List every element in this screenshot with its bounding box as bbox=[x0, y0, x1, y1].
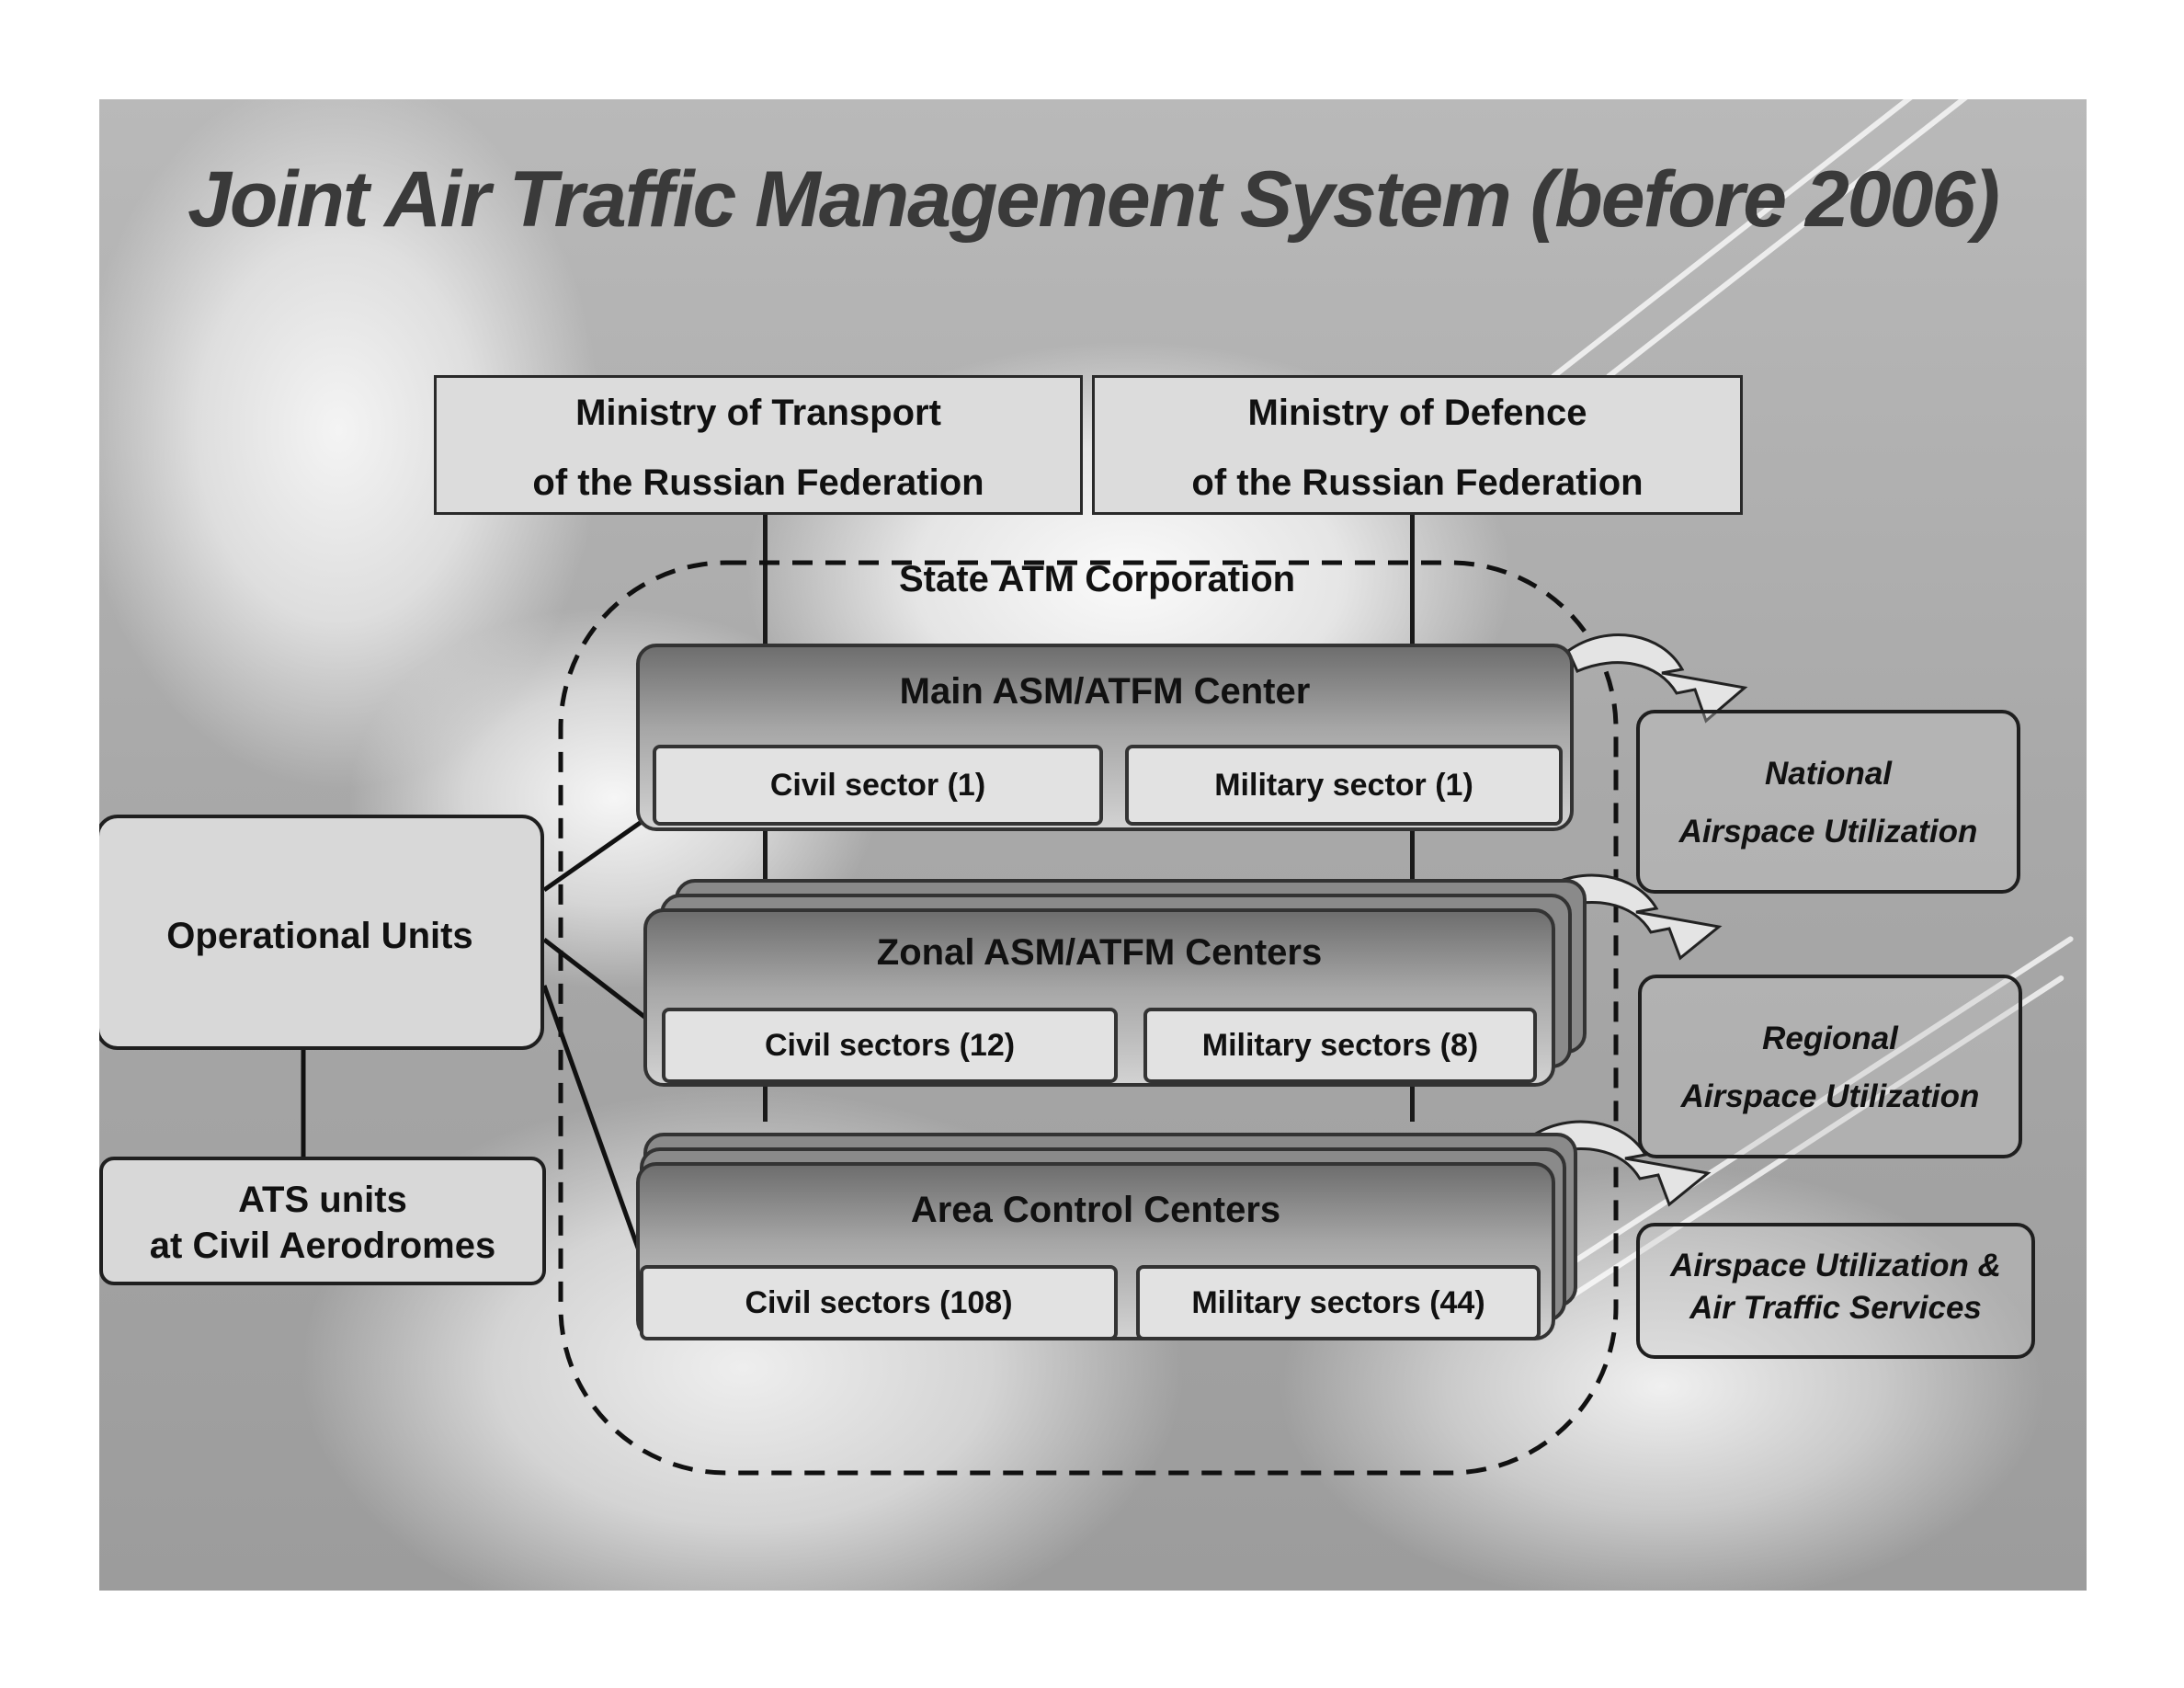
services-utilization-box: Airspace Utilization & Air Traffic Servi… bbox=[1636, 1223, 2035, 1359]
regional-utilization-line2: Airspace Utilization bbox=[1680, 1078, 1980, 1114]
corporation-label: State ATM Corporation bbox=[899, 559, 1296, 599]
area-center-title: Area Control Centers bbox=[910, 1190, 1281, 1230]
services-utilization-line1: Airspace Utilization & bbox=[1670, 1248, 2001, 1283]
ministry-transport-line2: of the Russian Federation bbox=[532, 462, 984, 503]
connector-line bbox=[542, 810, 656, 893]
ministry-transport-box: Ministry of Transport of the Russian Fed… bbox=[434, 375, 1083, 515]
diagram-slide: Joint Air Traffic Management System (bef… bbox=[99, 99, 2087, 1591]
main-civil-sector: Civil sector (1) bbox=[653, 745, 1103, 826]
ministry-defence-line2: of the Russian Federation bbox=[1191, 462, 1644, 503]
national-utilization-line2: Airspace Utilization bbox=[1678, 814, 1978, 850]
page-title: Joint Air Traffic Management System (bef… bbox=[188, 155, 2000, 244]
regional-utilization-line1: Regional bbox=[1762, 1021, 1898, 1056]
regional-utilization-box: Regional Airspace Utilization bbox=[1638, 975, 2022, 1158]
zonal-center-title: Zonal ASM/ATFM Centers bbox=[876, 932, 1323, 973]
area-civil-sector: Civil sectors (108) bbox=[640, 1265, 1118, 1340]
corporation-boundary bbox=[558, 560, 1619, 1476]
arrow-icon bbox=[1530, 1120, 1712, 1207]
ats-units-box: ATS units at Civil Aerodromes bbox=[99, 1157, 546, 1285]
operational-units-label: Operational Units bbox=[166, 916, 473, 956]
ministry-transport-line1: Ministry of Transport bbox=[575, 393, 941, 433]
national-utilization-line1: National bbox=[1764, 756, 1893, 792]
national-utilization-box: National Airspace Utilization bbox=[1636, 710, 2020, 894]
arrow-icon bbox=[1541, 873, 1723, 961]
operational-units-box: Operational Units bbox=[99, 815, 544, 1050]
zonal-civil-sector: Civil sectors (12) bbox=[662, 1008, 1118, 1083]
ats-units-line1: ATS units bbox=[238, 1180, 407, 1220]
connectors-layer bbox=[301, 560, 1748, 1476]
area-center-box: Area Control Centers Civil sectors (108)… bbox=[636, 1162, 1555, 1340]
ministry-defence-line1: Ministry of Defence bbox=[1247, 393, 1587, 433]
main-military-sector: Military sector (1) bbox=[1125, 745, 1563, 826]
connector-line bbox=[541, 985, 646, 1264]
arrow-icon bbox=[1566, 633, 1748, 724]
zonal-military-sector: Military sectors (8) bbox=[1143, 1008, 1537, 1083]
zonal-center-box: Zonal ASM/ATFM Centers Civil sectors (12… bbox=[643, 908, 1555, 1087]
area-military-sector: Military sectors (44) bbox=[1136, 1265, 1541, 1340]
ats-units-line2: at Civil Aerodromes bbox=[149, 1226, 496, 1266]
main-center-title: Main ASM/ATFM Center bbox=[899, 671, 1311, 712]
ministry-defence-box: Ministry of Defence of the Russian Feder… bbox=[1092, 375, 1743, 515]
services-utilization-line2: Air Traffic Services bbox=[1689, 1290, 1982, 1326]
main-center-box: Main ASM/ATFM Center Civil sector (1) Mi… bbox=[636, 644, 1574, 831]
